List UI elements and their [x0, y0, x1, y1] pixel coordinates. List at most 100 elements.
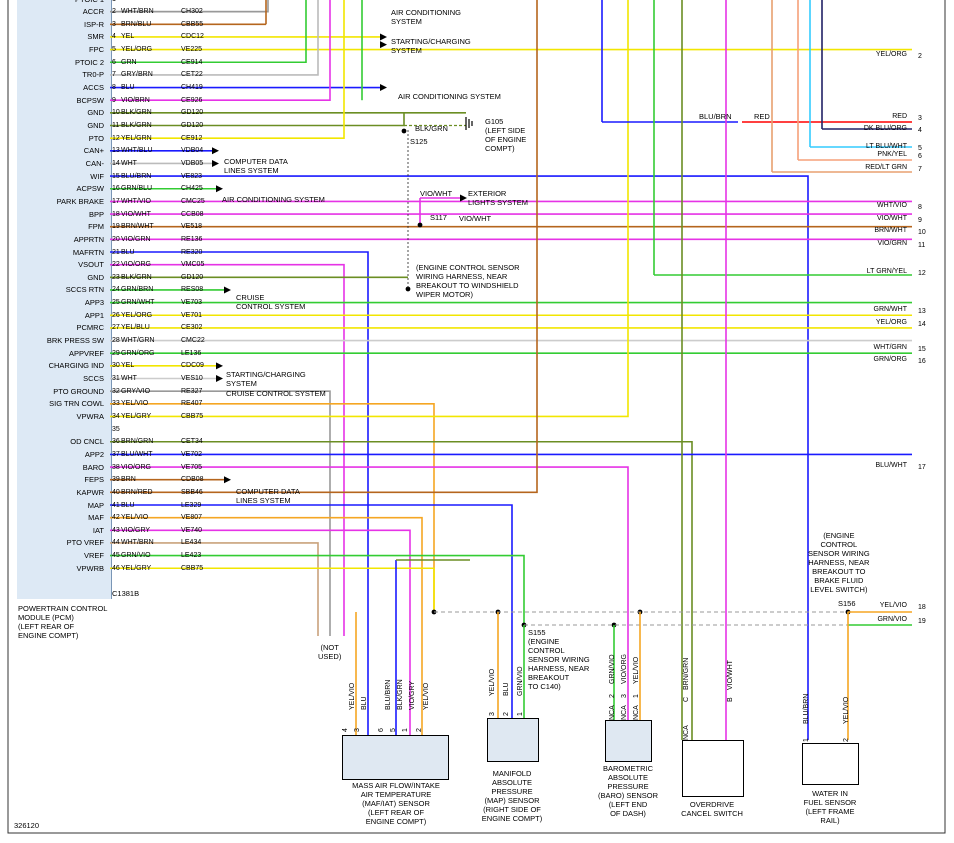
pin-name: PTOIC 2 — [74, 57, 104, 67]
ref-blubrn-top: BLU/BRN — [699, 112, 732, 121]
pin-name: BCPSW — [76, 95, 104, 105]
pin-number: 23 — [112, 273, 120, 281]
pin-wire-color: YEL/ORG — [121, 311, 153, 319]
arrow-exterior — [460, 194, 467, 202]
ref-s156: S156 — [838, 599, 856, 608]
wire-pin38 — [110, 466, 629, 740]
maf-wire-color: VIO/GRY — [409, 680, 416, 710]
wif-wire-color: YEL/VIO — [843, 696, 850, 724]
splice-s117 — [417, 222, 423, 228]
right-wire-color: RED/LT GRN — [865, 164, 907, 171]
pin-wire-color: WHT/BRN — [121, 539, 154, 547]
pin-number: 2 — [112, 8, 116, 16]
pin-number: 30 — [112, 362, 120, 370]
pin-number: 6 — [112, 58, 116, 66]
pin-name: SCCS RTN — [65, 285, 104, 295]
ref-starting-2: STARTING/CHARGING SYSTEM — [226, 370, 306, 388]
pin-name: FPM — [88, 222, 104, 232]
pcm-module — [17, 0, 112, 599]
wire-pin43 — [110, 529, 411, 740]
pin-number: 20 — [112, 235, 120, 243]
pin-name: WIF — [90, 171, 104, 181]
pin-circuit: CH419 — [181, 84, 203, 92]
pin-circuit: GD120 — [181, 273, 204, 281]
pin-name: SIG TRN COWL — [49, 399, 104, 409]
pin-number: 25 — [112, 299, 120, 307]
overdrive-wire-color: VIO/WHT — [727, 660, 734, 690]
pin-number: 5 — [112, 46, 116, 54]
wire-pin7 — [110, 0, 319, 76]
diagram-border — [7, 0, 946, 834]
right-wire-color: BLU/WHT — [875, 462, 908, 469]
maf-pin-number: 2 — [416, 728, 423, 732]
right-wire-color: YEL/VIO — [879, 602, 907, 609]
ref-s117: S117 — [430, 213, 447, 222]
wire-pin6 — [110, 0, 307, 64]
pin-number: 16 — [112, 185, 120, 193]
pin-number: 24 — [112, 286, 120, 294]
overdrive-pin-letter: B — [727, 697, 734, 702]
right-wire-color: GRN/WHT — [873, 306, 907, 313]
splice-s125 — [401, 128, 407, 134]
pin-number: 14 — [112, 159, 120, 167]
arrow-starting-1 — [380, 41, 387, 49]
pin-name: PTO VREF — [66, 538, 104, 548]
pin-wire-color: BRN/RED — [121, 488, 153, 496]
pin-wire-color: BLK/GRN — [121, 273, 152, 281]
right-wire-color: WHT/GRN — [873, 344, 907, 351]
ref-cruise-1: CRUISE CONTROL SYSTEM — [236, 293, 306, 311]
arrow-computer-1 — [212, 147, 219, 155]
pin-number: 26 — [112, 311, 120, 319]
right-wire-number: 12 — [918, 270, 926, 277]
map-wire-color: YEL/VIO — [489, 668, 496, 696]
pin-circuit: CE302 — [181, 324, 203, 332]
wire-pin34 — [110, 0, 629, 418]
ref-blkgrn: BLK/GRN — [415, 124, 448, 133]
pin-circuit: VE703 — [181, 299, 203, 307]
pin-name: APP3 — [84, 298, 104, 308]
pin-circuit: CH302 — [181, 8, 203, 16]
pin-circuit: SBB46 — [181, 488, 203, 496]
pin-circuit: CET22 — [181, 71, 203, 79]
pin-number: 43 — [112, 526, 120, 534]
pin-wire-color: BLK/GRN — [121, 109, 152, 117]
pin-wire-color: GRY/VIO — [121, 387, 151, 395]
pin-circuit: VE701 — [181, 311, 203, 319]
pin-number: 46 — [112, 564, 120, 572]
map-sensor-body — [487, 718, 539, 762]
pin-wire-color: YEL/GRY — [121, 564, 152, 572]
maf-pin-number: 6 — [378, 728, 385, 732]
pin-circuit: CDB08 — [181, 476, 204, 484]
pin-wire-color: BRN/GRN — [121, 438, 154, 446]
pin-wire-color: YEL — [121, 33, 135, 41]
pin-wire-color: BLU — [121, 501, 135, 509]
pin-number: 35 — [112, 425, 120, 433]
pin-name: APP2 — [84, 449, 104, 459]
pin-wire-color: BRN/WHT — [121, 223, 154, 231]
pin-wire-color: GRN/ORG — [121, 349, 155, 357]
arrow-ac-2 — [380, 84, 387, 92]
wire-pin12 — [110, 0, 345, 139]
pin-wire-color: WHT/GRN — [121, 337, 155, 345]
pin-name: VREF — [83, 551, 104, 561]
map-sensor-label: MANIFOLD ABSOLUTE PRESSURE (MAP) SENSOR … — [481, 769, 543, 823]
pin-wire-color: GRN/BLU — [121, 185, 153, 193]
right-wire-color: YEL/ORG — [875, 51, 907, 58]
ref-exterior: EXTERIOR LIGHTS SYSTEM — [468, 189, 529, 207]
pin-circuit: CDC12 — [181, 33, 204, 41]
pin-circuit: RES08 — [181, 286, 204, 294]
map-wire-color: GRN/VIO — [517, 666, 524, 696]
pin-number: 41 — [112, 501, 120, 509]
pin-number: 37 — [112, 450, 120, 458]
ref-harness-1: (ENGINE CONTROL SENSOR WIRING HARNESS, N… — [416, 263, 520, 299]
ref-viowht-a: VIO/WHT — [420, 189, 453, 198]
maf-pin-number: 1 — [402, 728, 409, 732]
pin-circuit: CBB55 — [181, 20, 204, 28]
wire-pin21 — [110, 251, 369, 740]
pin-circuit: CE914 — [181, 58, 203, 66]
pin-wire-color: WHT/BRN — [121, 8, 154, 16]
pin-circuit: CE912 — [181, 134, 203, 142]
pin-wire-color: VIO/WHT — [121, 210, 151, 218]
pcm-label: POWERTRAIN CONTROL MODULE (PCM) (LEFT RE… — [18, 604, 108, 640]
arrow-starting-2 — [216, 362, 223, 370]
